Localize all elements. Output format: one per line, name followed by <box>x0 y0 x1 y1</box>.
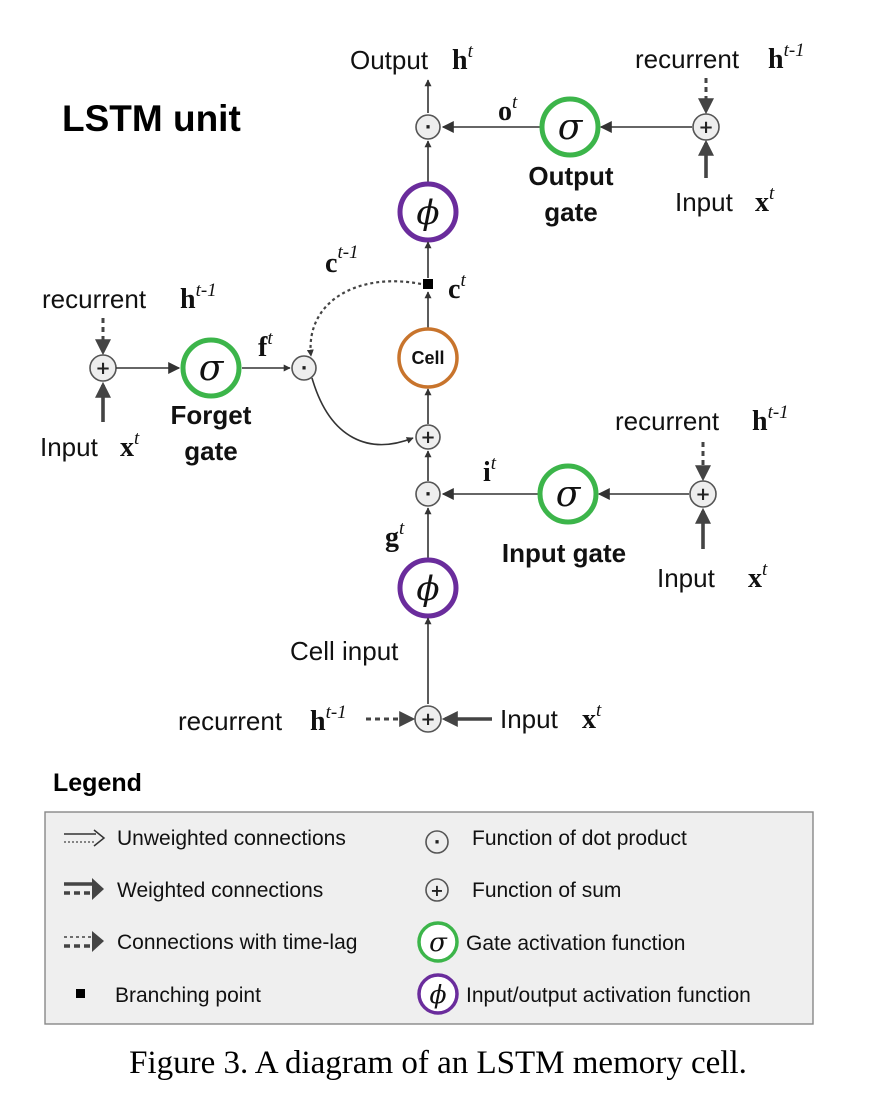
forget-gate-label-2: gate <box>184 436 237 466</box>
svg-text:ϕ: ϕ <box>429 980 446 1009</box>
input-gate-input-var: xt <box>748 559 768 594</box>
output-gate-label-1: Output <box>528 161 614 191</box>
legend-item-weighted: Weighted connections <box>117 879 323 902</box>
legend-item-sum: Function of sum <box>472 879 621 902</box>
cell-input-recurrent-label: recurrent <box>178 706 283 736</box>
legend-sum-icon: + <box>425 878 449 902</box>
forget-gate-label-1: Forget <box>171 400 252 430</box>
svg-text:+: + <box>420 427 435 448</box>
cell-input-recurrent-var: ht-1 <box>310 702 347 737</box>
svg-text:·: · <box>425 117 432 138</box>
output-gate-sigma: σ <box>539 96 601 158</box>
i-var: it <box>483 453 497 488</box>
output-gate-recurrent-label: recurrent <box>635 44 740 74</box>
cell-input-sum-node: + <box>414 705 442 733</box>
output-gate-label-2: gate <box>544 197 597 227</box>
legend-unweighted-icon <box>64 829 106 847</box>
figure-caption: Figure 3. A diagram of an LSTM memory ce… <box>129 1045 747 1081</box>
legend-title: Legend <box>53 769 142 797</box>
f-var: ft <box>258 328 273 363</box>
legend-item-timelag: Connections with time-lag <box>117 931 357 954</box>
output-label: Output <box>350 45 429 75</box>
forget-gate-sum-node: + <box>89 354 117 382</box>
output-gate-input-label: Input <box>675 187 734 217</box>
svg-text:+: + <box>695 484 710 505</box>
legend-item-gate-activation: Gate activation function <box>466 932 685 955</box>
branching-point <box>423 279 433 289</box>
forget-gate-recurrent-var: ht-1 <box>180 280 217 315</box>
svg-text:+: + <box>698 117 713 138</box>
svg-text:σ: σ <box>429 928 448 958</box>
svg-text:·: · <box>434 832 441 853</box>
legend-timelag-icon <box>64 931 104 952</box>
svg-text:+: + <box>95 358 110 379</box>
svg-text:+: + <box>420 709 435 730</box>
forget-gate-recurrent-label: recurrent <box>42 284 147 314</box>
svg-text:Cell: Cell <box>411 348 444 368</box>
svg-text:·: · <box>425 484 432 505</box>
svg-text:σ: σ <box>199 348 225 389</box>
forget-dot-node: · <box>291 355 317 381</box>
svg-text:σ: σ <box>558 107 584 148</box>
legend-sigma-icon: σ <box>417 921 459 963</box>
cell-input-label: Cell input <box>290 636 399 666</box>
output-dot-node: · <box>415 114 441 140</box>
input-gate-sigma: σ <box>537 463 599 525</box>
input-gate-recurrent-var: ht-1 <box>752 402 789 437</box>
input-activation-phi: ϕ <box>397 557 459 619</box>
input-gate-sum-node: + <box>689 480 717 508</box>
legend-branching-icon <box>76 989 85 998</box>
output-var: ht <box>452 41 474 76</box>
forget-gate-sigma: σ <box>180 337 242 399</box>
svg-text:σ: σ <box>556 474 582 515</box>
cprev-var: ct-1 <box>325 242 359 279</box>
cell-input-input-label: Input <box>500 704 559 734</box>
output-activation-phi: ϕ <box>397 181 459 243</box>
input-gate-label: Input gate <box>502 538 626 568</box>
svg-text:+: + <box>430 881 443 900</box>
forget-to-sum-arrow <box>311 377 414 446</box>
svg-text:·: · <box>301 358 308 379</box>
legend-item-io-activation: Input/output activation function <box>466 984 751 1007</box>
input-dot-node: · <box>415 481 441 507</box>
legend-item-branching: Branching point <box>115 984 261 1007</box>
legend-item-dot-product: Function of dot product <box>472 827 687 850</box>
forget-gate-input-label: Input <box>40 432 99 462</box>
input-gate-recurrent-label: recurrent <box>615 406 720 436</box>
legend-weighted-icon <box>64 878 104 900</box>
o-var: ot <box>498 92 518 127</box>
input-gate-input-label: Input <box>657 563 716 593</box>
legend-dot-icon: · <box>425 830 449 854</box>
g-var: gt <box>385 518 405 553</box>
c-var: ct <box>448 270 466 305</box>
cell-sum-node: + <box>415 424 441 450</box>
svg-text:ϕ: ϕ <box>416 193 439 233</box>
legend-phi-icon: ϕ <box>417 973 459 1015</box>
cell-node: Cell <box>397 327 459 389</box>
svg-text:ϕ: ϕ <box>416 569 439 609</box>
output-gate-recurrent-var: ht-1 <box>768 40 805 75</box>
legend-item-unweighted: Unweighted connections <box>117 827 346 850</box>
forget-gate-input-var: xt <box>120 428 140 463</box>
diagram-title: LSTM unit <box>62 98 241 139</box>
output-gate-input-var: xt <box>755 183 775 218</box>
output-gate-sum-node: + <box>692 113 720 141</box>
cell-input-input-var: xt <box>582 700 602 735</box>
